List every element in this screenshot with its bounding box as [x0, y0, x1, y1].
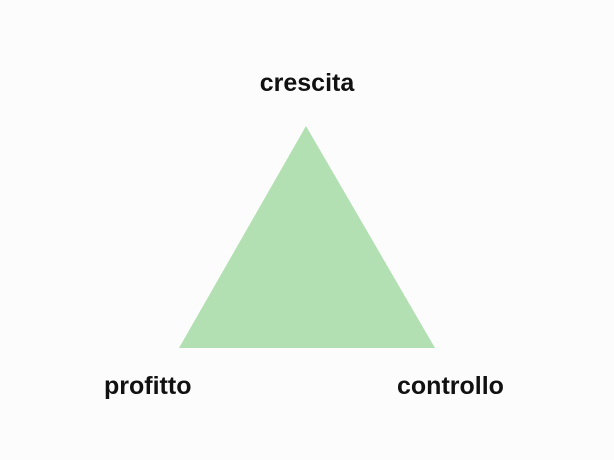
label-top: crescita	[259, 69, 355, 97]
label-bottom-left: profitto	[104, 372, 192, 400]
label-bottom-right: controllo	[397, 372, 504, 400]
triangle-shape	[179, 126, 435, 348]
